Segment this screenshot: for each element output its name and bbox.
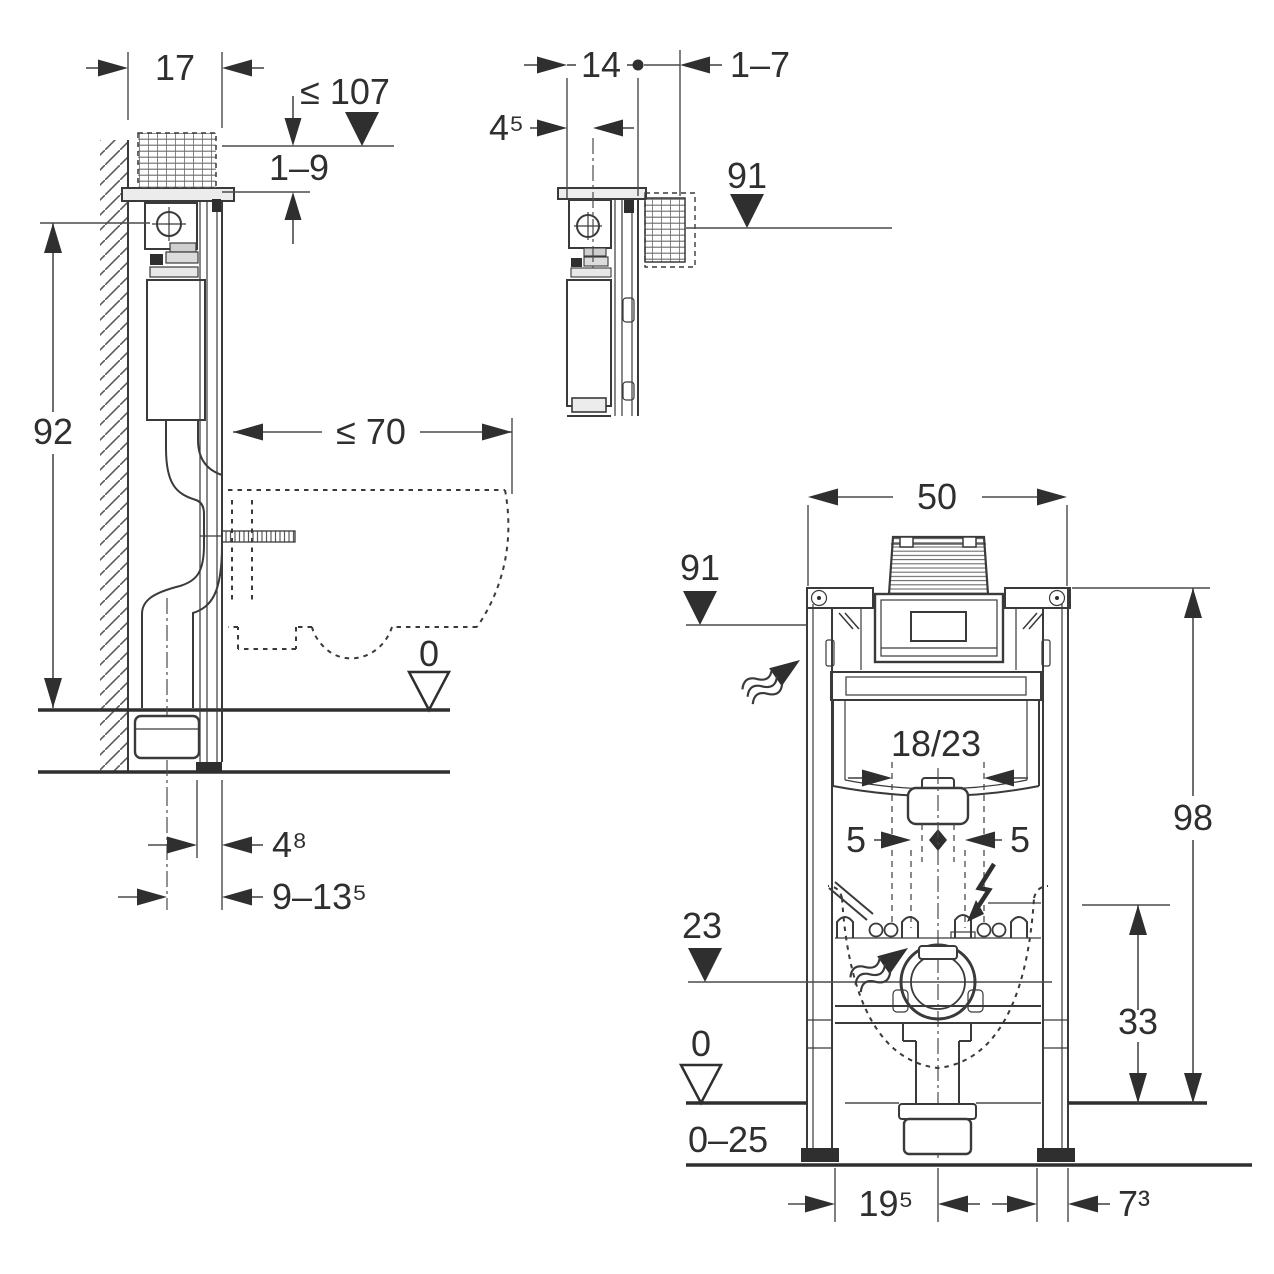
supply-bracket bbox=[828, 881, 874, 921]
level-top-edge-max: ≤ 107 bbox=[222, 71, 394, 147]
dim-frame-height: 98 bbox=[1072, 587, 1213, 1103]
bottom-cross-member bbox=[835, 1005, 1041, 1156]
dim-dot-marker bbox=[632, 59, 644, 71]
dim-bracket-height: 33 bbox=[1082, 904, 1170, 1103]
dim-label-outlet-offset: 4⁸ bbox=[272, 824, 307, 865]
drain-outlet-box bbox=[133, 714, 201, 760]
level-marker-filled bbox=[683, 591, 717, 625]
floor-level-label: 0 bbox=[419, 633, 439, 674]
level-actuator-height-detail: 91 bbox=[686, 155, 892, 229]
actuator-protection-box bbox=[137, 132, 217, 189]
fixing-hole bbox=[976, 922, 992, 938]
dim-label-trim-range: 1–9 bbox=[269, 147, 329, 188]
level-label-actuator: 91 bbox=[680, 547, 720, 588]
frame-front bbox=[801, 587, 1075, 1162]
dim-wall-finish-range: 1–7 bbox=[644, 44, 790, 196]
fixing-hole bbox=[868, 922, 884, 938]
dim-frame-depth: 17 bbox=[86, 47, 264, 128]
floor-level-marker-side: 0 bbox=[406, 633, 452, 713]
dim-label-foot-offset: 19⁵ bbox=[859, 1183, 914, 1224]
dim-label-supply-offset: 4⁵ bbox=[489, 107, 524, 148]
dim-label-bracket-height: 33 bbox=[1118, 1001, 1158, 1042]
flush-and-drain-pipes bbox=[133, 420, 223, 790]
level-actuator-height-front: 91 bbox=[680, 547, 807, 626]
floor-level-marker-front: 0 0–25 bbox=[678, 1023, 768, 1160]
detail-side-view: 14 1–7 4⁵ 91 bbox=[489, 44, 892, 417]
corner-screw-icon bbox=[810, 589, 828, 607]
level-label-actuator: 91 bbox=[727, 155, 767, 196]
dim-label-offset-right: 5 bbox=[1010, 819, 1030, 860]
water-supply-icon bbox=[738, 647, 810, 710]
wc-pan-outline-dashed bbox=[200, 489, 510, 660]
level-marker-filled bbox=[345, 112, 379, 146]
dim-label-top-edge-max: ≤ 107 bbox=[300, 71, 390, 112]
inspection-window bbox=[910, 611, 967, 642]
front-view: 18/23 5 5 bbox=[678, 476, 1252, 1224]
cistern-detail bbox=[566, 199, 612, 417]
fixing-row bbox=[835, 902, 1041, 939]
dim-label-bolt-spacing: 18/23 bbox=[891, 723, 981, 764]
dim-label-cistern-depth: 14 bbox=[581, 44, 621, 85]
inspection-box bbox=[873, 592, 1005, 664]
dim-trim-range: 1–9 bbox=[222, 147, 329, 244]
fixing-hole bbox=[991, 922, 1007, 938]
actuator-protection-box-detail bbox=[644, 192, 696, 268]
fixing-rod bbox=[221, 530, 296, 543]
level-outlet-height: 23 bbox=[682, 905, 1052, 983]
fixing-hole bbox=[883, 922, 899, 938]
dim-cistern-depth: 14 bbox=[524, 44, 644, 198]
dim-supply-offset: 4⁵ bbox=[489, 107, 634, 268]
floor-level-label: 0 bbox=[691, 1023, 711, 1064]
dim-label-pan-depth-max: ≤ 70 bbox=[336, 411, 406, 452]
dim-label-wall-finish-range: 1–7 bbox=[730, 44, 790, 85]
concealed-cistern-side bbox=[144, 202, 206, 421]
level-marker-filled bbox=[688, 948, 722, 982]
dim-foot-offsets: 19⁵ 7³ bbox=[788, 1168, 1150, 1224]
dim-label-frame-depth: 17 bbox=[155, 47, 195, 88]
wc-pan-outline-front-dashed bbox=[827, 885, 1049, 1070]
dim-center-offsets: 5 5 bbox=[846, 768, 1030, 1158]
dim-label-supply-height: 92 bbox=[33, 411, 73, 452]
center-mark bbox=[929, 829, 947, 851]
drain-socket bbox=[892, 943, 984, 1021]
dim-label-floor-buildup: 0–25 bbox=[688, 1119, 768, 1160]
level-marker-open bbox=[406, 670, 452, 713]
side-view: 17 ≤ 107 1–9 92 bbox=[28, 47, 513, 917]
electrical-connection-icon bbox=[967, 862, 996, 922]
dim-label-frame-height: 98 bbox=[1173, 797, 1213, 838]
level-label-outlet: 23 bbox=[682, 905, 722, 946]
level-marker-filled bbox=[730, 194, 764, 228]
dim-outlet-offsets: 4⁸ 9–13⁵ bbox=[118, 780, 367, 917]
corner-screw-icon bbox=[1048, 589, 1066, 607]
level-marker-open bbox=[678, 1063, 724, 1106]
wall-section bbox=[100, 140, 129, 772]
dim-pan-depth-max: ≤ 70 bbox=[233, 411, 513, 494]
frame-side bbox=[121, 132, 235, 772]
frame-foot bbox=[1037, 1148, 1075, 1162]
frame-foot bbox=[801, 1148, 839, 1162]
dim-bolt-spacing: 18/23 bbox=[848, 723, 1028, 938]
dim-label-outlet-range: 9–13⁵ bbox=[272, 876, 367, 917]
dim-label-offset-left: 5 bbox=[846, 819, 866, 860]
actuator-protection-box-front bbox=[887, 535, 990, 596]
dim-label-frame-width: 50 bbox=[917, 476, 957, 517]
dim-frame-width: 50 bbox=[807, 476, 1068, 586]
frame-rail-detail bbox=[614, 199, 639, 416]
dim-label-foot-width: 7³ bbox=[1118, 1183, 1150, 1224]
drain-outlet-box-front bbox=[902, 1117, 973, 1156]
dim-supply-height: 92 bbox=[28, 222, 150, 708]
frame-foot bbox=[196, 762, 222, 772]
